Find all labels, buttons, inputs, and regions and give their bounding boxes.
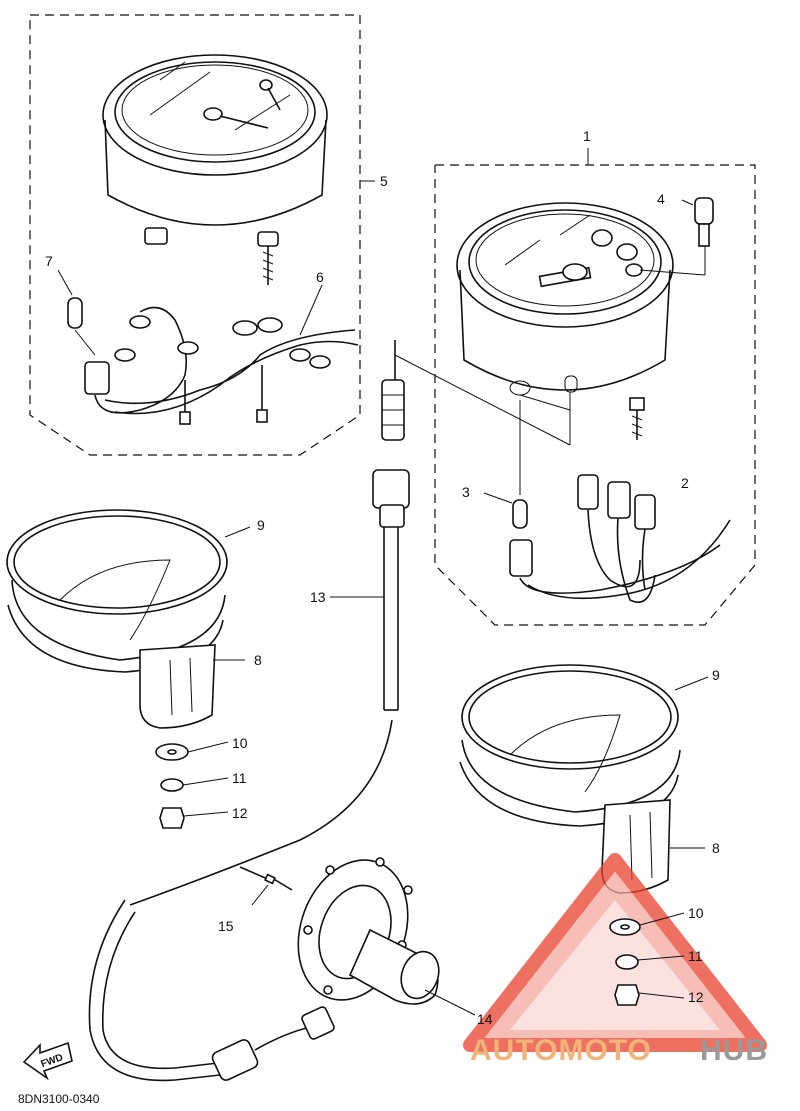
hardware-right [609,912,685,1006]
hardware-left [155,741,229,829]
callout-7: 7 [45,253,53,269]
pin-15 [239,866,293,906]
callout-13: 13 [310,589,326,605]
callout-3: 3 [462,484,470,500]
cable-13 [129,340,410,906]
callout-12-right: 12 [688,989,704,1005]
callout-10-left: 10 [232,735,248,751]
callout-15: 15 [218,918,234,934]
callout-11-left: 11 [232,770,247,786]
callout-14: 14 [477,1011,493,1027]
callout-6: 6 [316,269,324,285]
callout-11-right: 11 [688,948,703,964]
drawing-code: 8DN3100-0340 [18,1092,100,1106]
callout-10-right: 10 [688,905,704,921]
callout-5: 5 [380,173,388,189]
callout-8-right: 8 [712,840,720,856]
knob-4 [639,197,714,276]
drive-gear-14 [297,857,476,1016]
callout-4: 4 [657,191,665,207]
watermark-text-primary: AUTOMOTO [470,1034,652,1067]
watermark-logo [463,853,767,1052]
gauge-1 [456,202,674,440]
assembly-1-box [434,148,756,626]
callout-8-left: 8 [254,652,262,668]
bulb-3 [483,400,528,529]
callout-9-right: 9 [712,667,720,683]
cable-lower [88,899,335,1082]
cable-leader [394,354,571,446]
watermark-text-secondary: HUB [700,1034,768,1067]
bulb-7 [57,269,96,356]
bracket-left [6,509,251,729]
assembly-5-box [29,14,375,456]
callout-12-left: 12 [232,805,248,821]
callout-1: 1 [583,128,591,144]
gauge-5 [102,54,328,285]
bracket-right [459,664,709,894]
callout-9-left: 9 [257,517,265,533]
callout-2: 2 [681,475,689,491]
harness-6 [84,284,359,425]
fwd-arrow-icon [22,1041,73,1081]
harness-2 [509,474,731,603]
